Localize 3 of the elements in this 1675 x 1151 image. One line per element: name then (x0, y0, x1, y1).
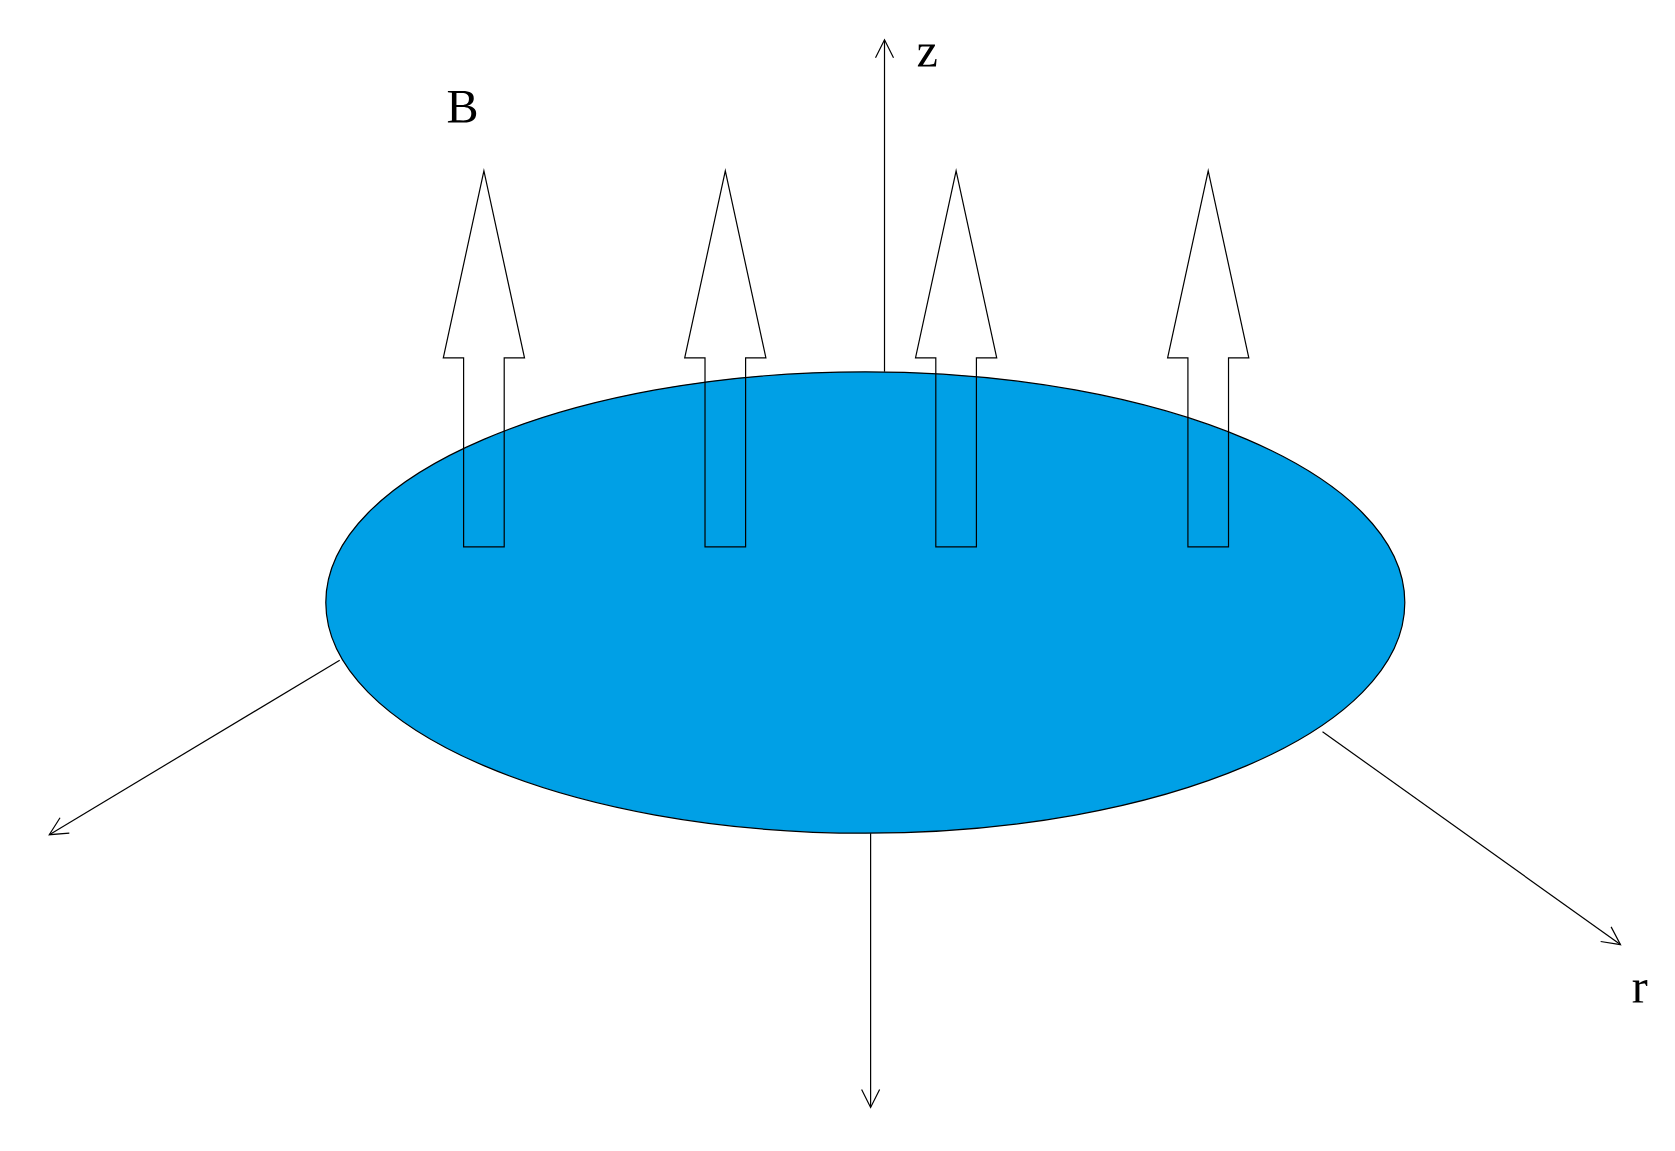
axis-label: z (917, 44, 937, 67)
axis-label: B (447, 91, 477, 123)
axis-label: r (1632, 980, 1648, 1003)
